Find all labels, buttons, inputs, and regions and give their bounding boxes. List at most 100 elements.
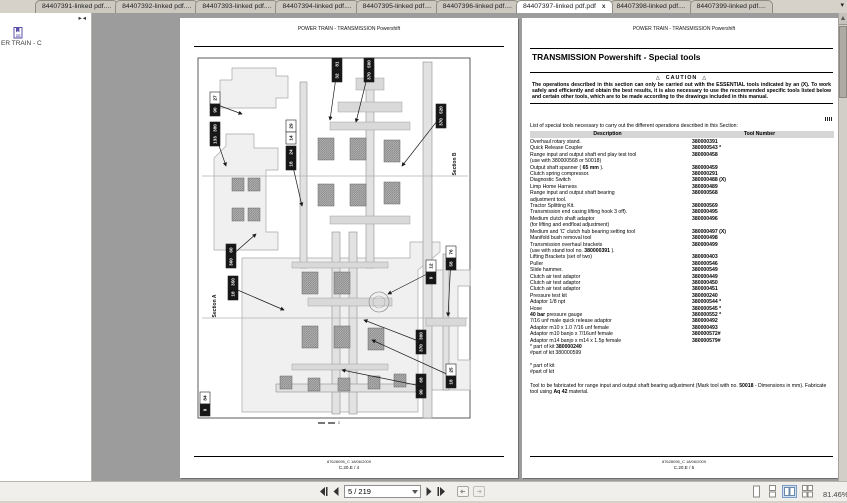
tab-label: 84407393-linked pdf.... [202, 3, 272, 10]
tool-number-cell: 380000544 * [692, 299, 722, 306]
description-cell: * part of kit 380000240 [530, 344, 582, 350]
tab-label: 84407394-linked pdf.... [282, 3, 352, 10]
tool-number-cell: 380000579# [692, 337, 721, 344]
svg-text:29: 29 [289, 123, 294, 129]
svg-text:25: 25 [449, 367, 454, 373]
tool-number-cell: 380000240 [692, 292, 718, 299]
table-row: * part of kit 380000240 [530, 344, 834, 350]
svg-text:370: 370 [439, 118, 444, 126]
document-tab[interactable]: 84407391-linked pdf.... [35, 0, 119, 13]
tab-label: 84407391-linked pdf.... [42, 3, 112, 10]
first-page-button[interactable] [318, 487, 328, 496]
description-cell: Transmission overhaul brackets(use with … [530, 241, 615, 254]
footer-rule [194, 456, 504, 457]
panel-collapse-controls[interactable]: ▸◂ [78, 14, 87, 22]
document-number: 87628095_C 18/06/2009 [661, 459, 707, 464]
table-row: Diagnostic Switch 380000488 (X) [530, 177, 834, 183]
running-header: POWER TRAIN - TRANSMISSION Powershift [297, 26, 401, 32]
callout: 849 [199, 391, 211, 417]
previous-view-button[interactable] [457, 486, 469, 497]
description-cell: Puller [530, 260, 544, 267]
description-cell: Clutch spring compressor. [530, 171, 590, 178]
tool-number-cell: 380000459 [692, 164, 718, 171]
column-header-tool-number: Tool Number [743, 131, 776, 137]
next-page-button[interactable] [425, 487, 433, 496]
description-cell: Adaptor m10 x 1.0 7/16 unf female [530, 324, 609, 331]
next-view-button[interactable] [473, 486, 485, 497]
continuous-view-icon[interactable] [766, 485, 779, 503]
svg-text:18: 18 [231, 291, 236, 297]
footer-rule [530, 456, 833, 457]
tab-label: 84407397-linked pdf.pdf [522, 3, 596, 10]
document-tab[interactable]: 84407393-linked pdf.... [195, 0, 279, 13]
document-tab[interactable]: 84407394-linked pdf.... [275, 0, 359, 13]
document-tab[interactable]: 84407398-linked pdf.... [609, 0, 693, 13]
vertical-scrollbar[interactable] [838, 13, 847, 481]
collapse-arrow-icon[interactable]: ◂ [82, 15, 87, 22]
document-tab[interactable]: 84407395-linked pdf.... [355, 0, 439, 13]
expand-arrow-icon[interactable]: ▸ [78, 15, 83, 22]
description-cell: Range input and output shaft end play te… [530, 151, 637, 165]
scrollbar-thumb[interactable] [839, 26, 847, 98]
page-right: POWER TRAIN - TRANSMISSION Powershift TR… [522, 18, 846, 478]
page-number-footer: C.20.E / 5 [673, 465, 695, 470]
last-page-button[interactable] [437, 487, 447, 496]
single-page-view-icon[interactable] [750, 485, 763, 503]
tool-number-cell: 380000449 [692, 273, 718, 280]
chevron-down-icon[interactable] [412, 490, 418, 494]
tab-label: 84407392-linked pdf.... [122, 3, 192, 10]
page-navigation: 5 / 219 [318, 485, 485, 498]
caution-heading: △ CAUTION △ [655, 74, 708, 81]
column-header-description: Description [593, 131, 622, 137]
page-number-input[interactable]: 5 / 219 [344, 485, 421, 498]
document-area[interactable]: POWER TRAIN - TRANSMISSION Powershift Se… [92, 13, 847, 481]
tool-number-cell: 380000543 * [692, 145, 722, 152]
tool-number-cell: 380000458 [692, 151, 718, 158]
tool-number-cell: 380000488 (X) [692, 177, 727, 184]
two-page-view-icon-selected[interactable] [782, 485, 797, 503]
zoom-level[interactable]: 81.46% [823, 489, 847, 499]
bookmark-icon[interactable] [13, 27, 24, 39]
bookmark-item-power-train[interactable]: ER TRAIN - C [1, 40, 42, 47]
table-row: Output shaft spanner ( 65 mm ).380000459 [530, 165, 834, 171]
tab-label: 84407395-linked pdf.... [362, 3, 432, 10]
description-cell: Diagnostic Switch [530, 177, 571, 184]
document-tab[interactable]: 84407399-linked pdf.... [689, 0, 773, 13]
svg-text:300: 300 [419, 332, 424, 340]
description-cell: 7/16 unf male quick release adaptor [530, 318, 612, 325]
table-row: Tractor Splitting Kit.380000569 [530, 203, 834, 209]
table-row: Transmission overhaul brackets(use with … [530, 242, 834, 255]
tool-number-cell: 380000403 [692, 254, 718, 261]
caution-box: △ CAUTION △ The operations described in … [530, 72, 833, 104]
tool-number-cell: 380000549 [692, 267, 718, 274]
page-number-value: 5 / 219 [348, 487, 371, 496]
svg-text:76: 76 [449, 249, 454, 255]
svg-text:9: 9 [203, 408, 208, 411]
section-marker [825, 117, 832, 121]
previous-page-button[interactable] [332, 487, 340, 496]
two-page-continuous-view-icon[interactable] [800, 485, 815, 503]
tool-number-cell: 380000291 [692, 171, 718, 178]
document-tab[interactable]: 84407396-linked pdf.... [435, 0, 519, 13]
description-cell: Clutch air test adaptor [530, 273, 581, 280]
close-icon[interactable]: x [601, 3, 606, 10]
document-tab[interactable]: 84407392-linked pdf.... [115, 0, 199, 13]
description-cell: Manifold bush removal tool [530, 235, 592, 242]
tab-overflow-chevron-down-icon[interactable]: ▾ [840, 2, 844, 9]
svg-text:350: 350 [231, 278, 236, 286]
tool-number-cell [685, 350, 834, 356]
document-tab[interactable]: 84407397-linked pdf.pdf x [515, 0, 613, 13]
scroll-up-arrow-icon[interactable] [839, 13, 847, 25]
fabrication-note: Tool to be fabricated for range input an… [530, 382, 827, 395]
header-rule [530, 48, 833, 49]
header-rule [194, 46, 504, 47]
warning-triangle-icon: △ [702, 74, 708, 81]
running-header: POWER TRAIN - TRANSMISSION Powershift [632, 26, 736, 32]
